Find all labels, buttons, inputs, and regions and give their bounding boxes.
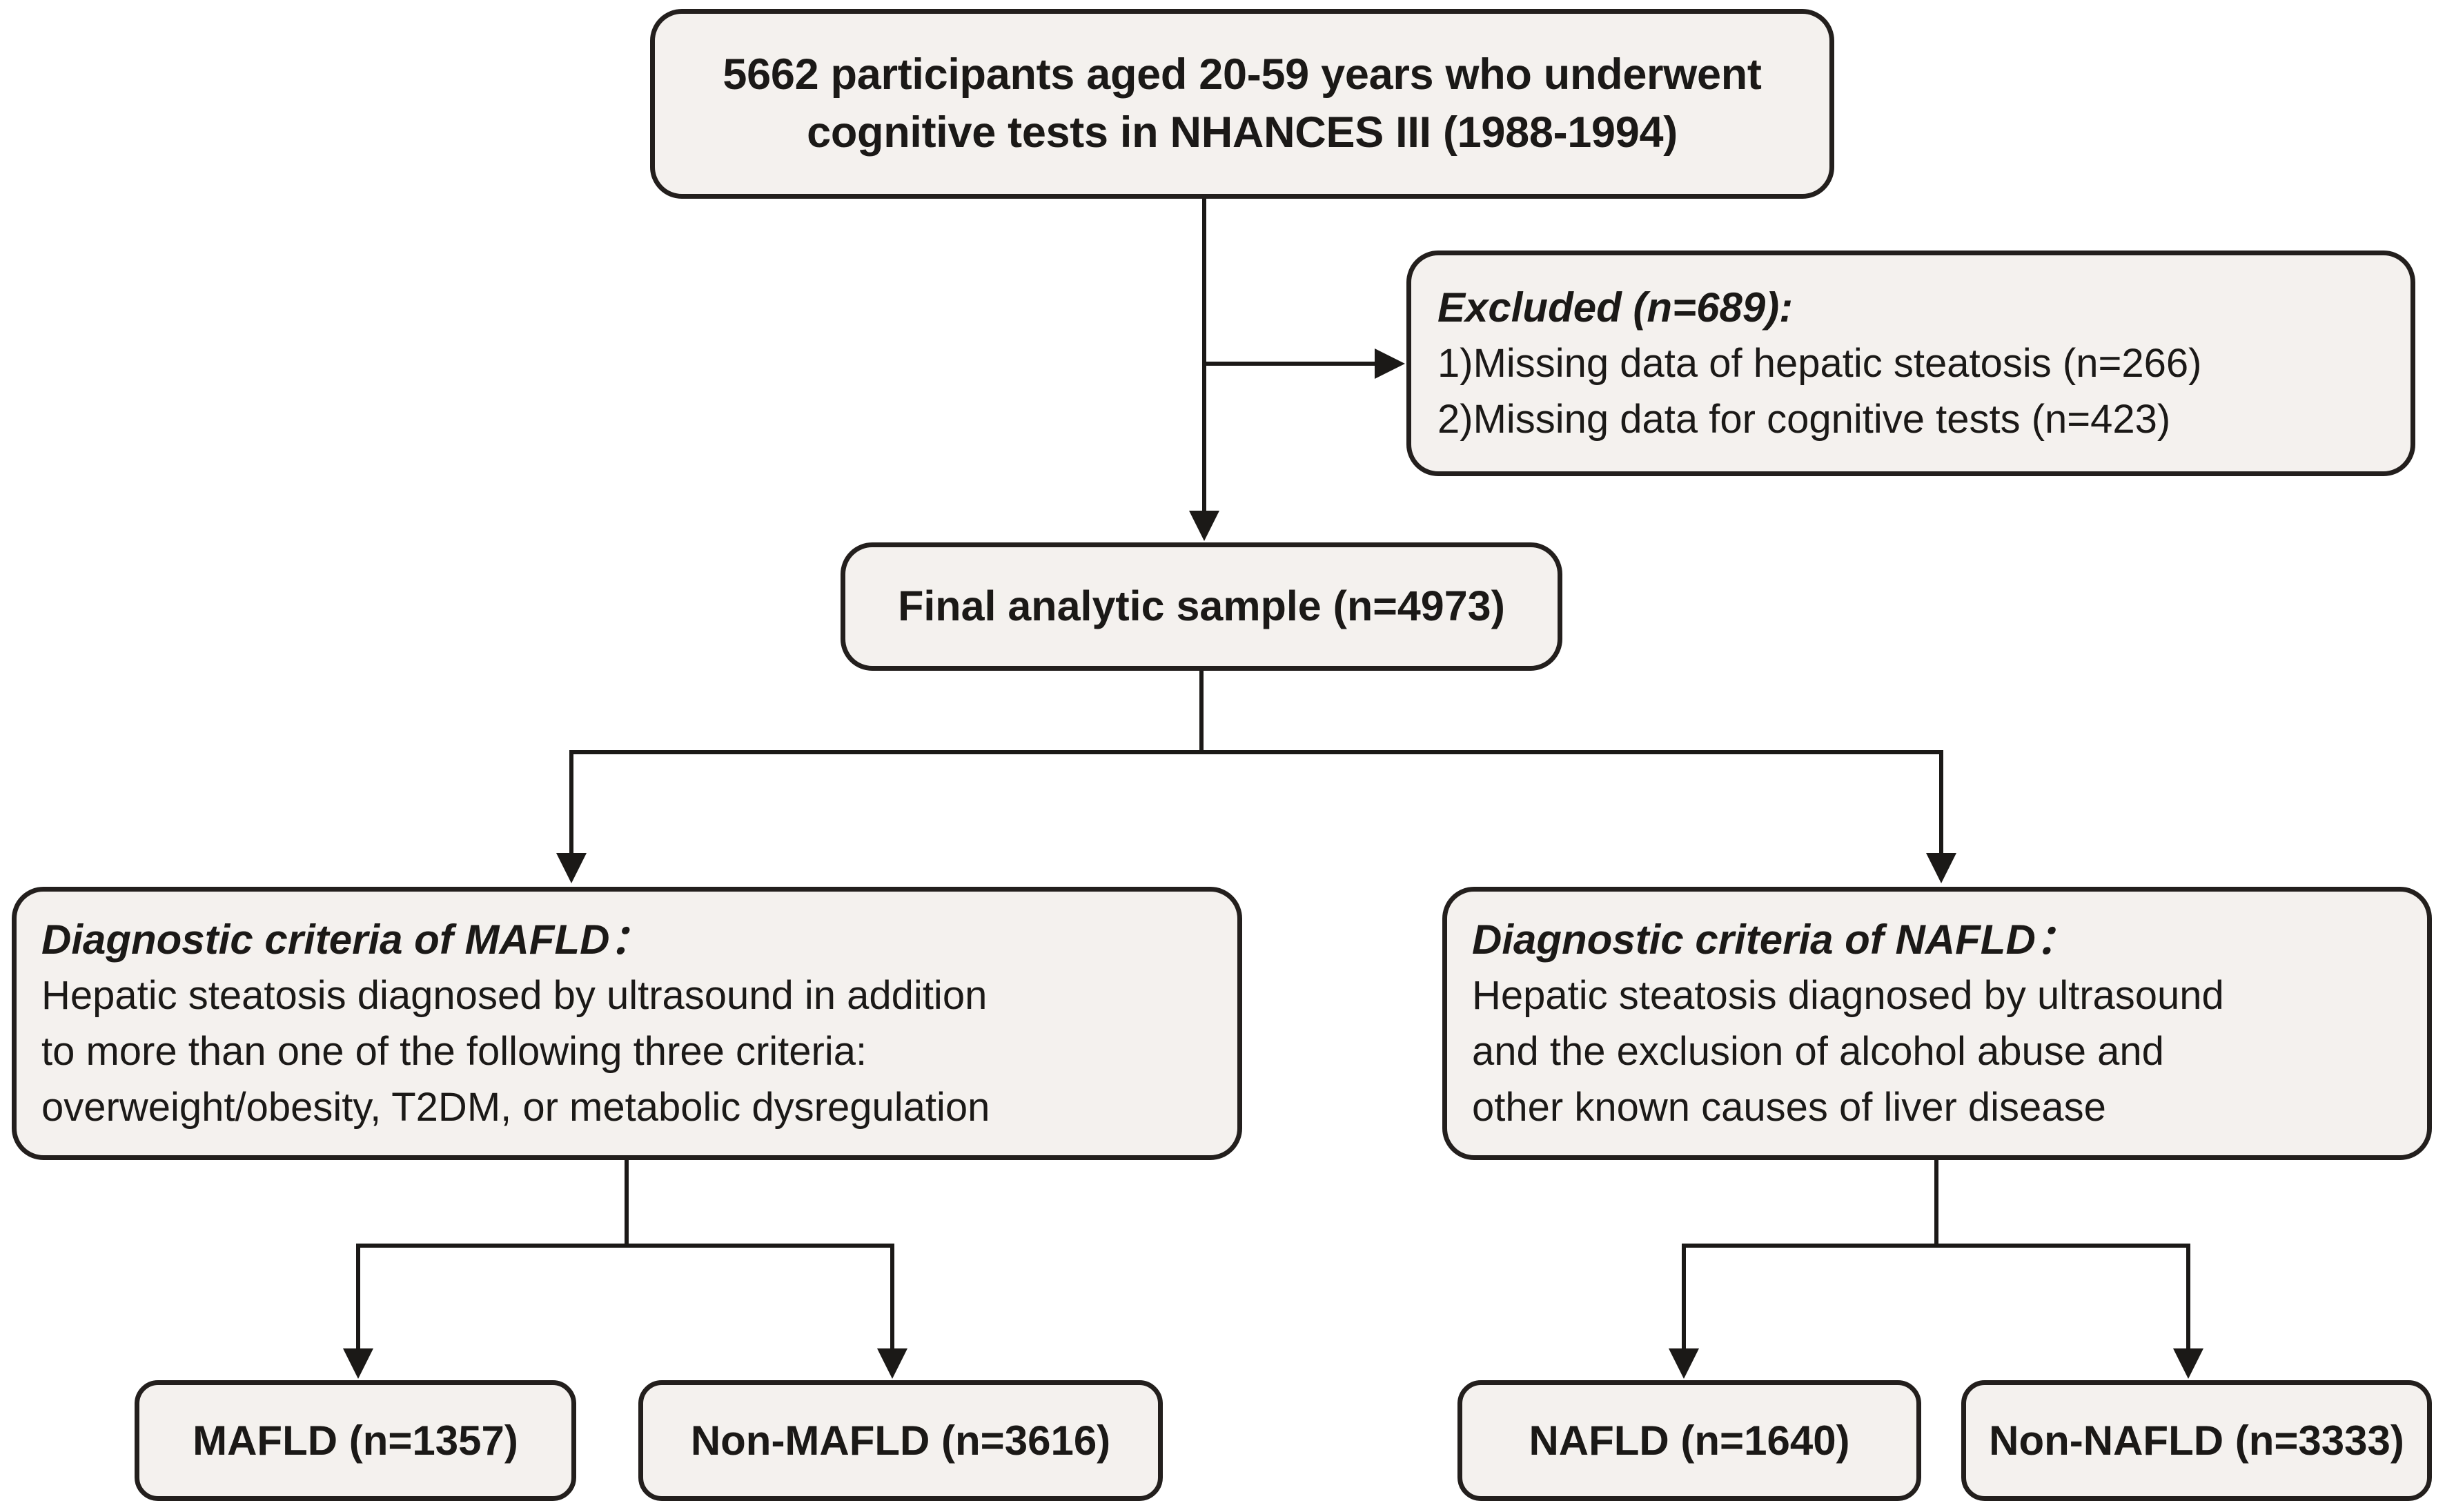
arrowhead-final-to-mafld <box>556 853 587 883</box>
node-excluded: Excluded (n=689): 1)Missing data of hepa… <box>1406 251 2415 476</box>
mafld-criteria-heading: Diagnostic criteria of MAFLD： <box>41 916 651 963</box>
node-mafld-criteria: Diagnostic criteria of MAFLD： Hepatic st… <box>12 887 1242 1160</box>
node-nafld-criteria: Diagnostic criteria of NAFLD： Hepatic st… <box>1442 887 2432 1160</box>
connector-to-excluded <box>1202 362 1376 366</box>
non-nafld-group-label: Non-NAFLD (n=3333) <box>1989 1417 2404 1464</box>
connector-final-to-mafld <box>569 750 573 856</box>
final-analytic-sample-label: Final analytic sample (n=4973) <box>898 582 1505 630</box>
nafld-criteria-line-1: Hepatic steatosis diagnosed by ultrasoun… <box>1472 972 2224 1018</box>
arrowhead-mafld-group <box>343 1348 373 1379</box>
connector-nafld-to-non-group <box>2186 1244 2190 1351</box>
non-mafld-group-label: Non-MAFLD (n=3616) <box>690 1417 1111 1464</box>
node-non-mafld-group: Non-MAFLD (n=3616) <box>638 1380 1163 1501</box>
excluded-heading: Excluded (n=689): <box>1437 284 1794 331</box>
arrowhead-nafld-group <box>1669 1348 1699 1379</box>
arrowhead-final-to-nafld <box>1926 853 1956 883</box>
node-source-population: 5662 participants aged 20-59 years who u… <box>650 9 1834 199</box>
node-mafld-group: MAFLD (n=1357) <box>135 1380 576 1501</box>
excluded-reason-2: 2)Missing data for cognitive tests (n=42… <box>1437 397 2171 442</box>
connector-mafld-split-bar <box>356 1244 894 1248</box>
arrowhead-non-nafld-group <box>2173 1348 2203 1379</box>
connector-final-split-bar <box>571 750 1943 754</box>
mafld-criteria-line-3: overweight/obesity, T2DM, or metabolic d… <box>41 1085 990 1130</box>
node-final-analytic-sample: Final analytic sample (n=4973) <box>841 542 1562 671</box>
arrowhead-source-to-final <box>1189 511 1219 541</box>
nafld-criteria-heading: Diagnostic criteria of NAFLD： <box>1472 916 2077 963</box>
nafld-group-label: NAFLD (n=1640) <box>1529 1417 1850 1464</box>
source-population-line-1: 5662 participants aged 20-59 years who u… <box>723 50 1762 99</box>
connector-nafld-trunk <box>1934 1160 1938 1246</box>
arrowhead-to-excluded <box>1375 348 1405 379</box>
source-population-line-2: cognitive tests in NHANCES III (1988-199… <box>807 108 1678 157</box>
connector-final-to-nafld <box>1939 750 1943 856</box>
excluded-reason-1: 1)Missing data of hepatic steatosis (n=2… <box>1437 340 2202 386</box>
connector-mafld-to-non-group <box>890 1244 894 1351</box>
arrowhead-non-mafld-group <box>877 1348 907 1379</box>
mafld-criteria-line-1: Hepatic steatosis diagnosed by ultrasoun… <box>41 972 988 1018</box>
connector-mafld-trunk <box>625 1160 629 1246</box>
nafld-criteria-line-2: and the exclusion of alcohol abuse and <box>1472 1028 2164 1074</box>
connector-mafld-to-group <box>356 1244 360 1351</box>
connector-nafld-split-bar <box>1682 1244 2190 1248</box>
connector-source-to-final <box>1202 199 1206 513</box>
mafld-group-label: MAFLD (n=1357) <box>193 1417 518 1464</box>
connector-final-trunk <box>1199 671 1204 752</box>
mafld-criteria-line-2: to more than one of the following three … <box>41 1028 867 1074</box>
nafld-criteria-line-3: other known causes of liver disease <box>1472 1085 2106 1130</box>
node-non-nafld-group: Non-NAFLD (n=3333) <box>1961 1380 2432 1501</box>
node-nafld-group: NAFLD (n=1640) <box>1457 1380 1921 1501</box>
connector-nafld-to-group <box>1682 1244 1686 1351</box>
